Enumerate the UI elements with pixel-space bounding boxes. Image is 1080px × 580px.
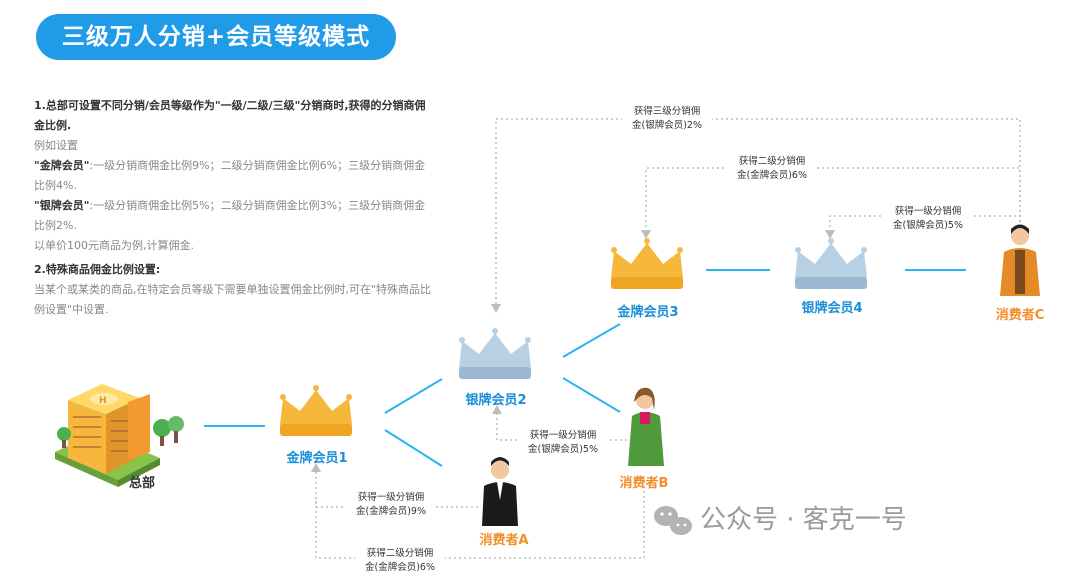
description-panel: 1.总部可设置不同分销/会员等级作为"一级/二级/三级"分销商时,获得的分销商佣… bbox=[34, 96, 434, 320]
gold-crown-icon-3 bbox=[611, 238, 683, 289]
arrow-gold3-top bbox=[641, 230, 651, 239]
silver-rule-text: :一级分销商佣金比例5%；二级分销商佣金比例3%；三级分销商佣金比例2%. bbox=[34, 199, 426, 232]
flow-label-b-level1: 获得一级分销佣金(银牌会员)5% bbox=[518, 429, 608, 457]
flow-label-b-level2: 获得二级分销佣金(金牌会员)6% bbox=[355, 547, 445, 575]
link-gold1-silver2 bbox=[384, 378, 443, 414]
svg-text:H: H bbox=[99, 396, 107, 406]
node-label-gold1: 金牌会员1 bbox=[286, 451, 348, 466]
gold-rule-label: "金牌会员" bbox=[34, 159, 90, 172]
node-label-gold3: 金牌会员3 bbox=[617, 305, 679, 320]
diagram-title: 三级万人分销+会员等级模式 bbox=[36, 14, 396, 60]
flow-label-c-level1: 获得一级分销佣金(银牌会员)5% bbox=[883, 205, 973, 233]
flow-label-c-level3: 获得三级分销佣金(银牌会员)2% bbox=[622, 105, 712, 133]
flow-label-c-level2: 获得二级分销佣金(金牌会员)6% bbox=[727, 155, 817, 183]
gold-crown-icon-1 bbox=[280, 385, 352, 436]
silver-crown-icon-4 bbox=[795, 238, 867, 289]
description-heading-2: 2.特殊商品佣金比例设置: bbox=[34, 263, 161, 276]
link-gold1-consumer-a bbox=[384, 429, 443, 467]
arrow-silver4-top bbox=[825, 230, 835, 239]
consumer-b-person-icon bbox=[628, 387, 664, 466]
flow-label-a-level1: 获得一级分销佣金(金牌会员)9% bbox=[346, 491, 436, 519]
flow-path-b-level1 bbox=[496, 412, 627, 441]
node-label-hq: 总部 bbox=[128, 476, 155, 491]
consumer-a-person-icon bbox=[482, 457, 518, 526]
silver-crown-icon-2 bbox=[459, 328, 531, 379]
flow-path-c-level2 bbox=[645, 167, 1021, 232]
arrow-gold1-bottom bbox=[311, 463, 321, 472]
node-label-silver4: 银牌会员4 bbox=[801, 301, 863, 316]
link-silver2-consumer-b bbox=[562, 377, 621, 413]
node-label-consumer-b: 消费者B bbox=[619, 476, 669, 491]
unit-price-note: 以单价100元商品为例,计算佣金. bbox=[34, 239, 194, 252]
arrow-silver2-bottom bbox=[492, 405, 502, 414]
node-label-silver2: 银牌会员2 bbox=[465, 393, 527, 408]
headquarters-building-icon: H bbox=[55, 384, 184, 487]
link-silver2-gold3 bbox=[562, 323, 621, 358]
silver-rule-label: "银牌会员" bbox=[34, 199, 90, 212]
watermark-icon-spacer bbox=[652, 506, 690, 536]
wechat-icon bbox=[654, 506, 692, 535]
silver-rule: "银牌会员":一级分销商佣金比例5%；二级分销商佣金比例3%；三级分销商佣金比例… bbox=[34, 196, 434, 236]
node-label-consumer-a: 消费者A bbox=[479, 533, 529, 548]
gold-rule: "金牌会员":一级分销商佣金比例9%；二级分销商佣金比例6%；三级分销商佣金比例… bbox=[34, 156, 434, 196]
example-intro: 例如设置 bbox=[34, 139, 78, 152]
description-heading-1: 1.总部可设置不同分销/会员等级作为"一级/二级/三级"分销商时,获得的分销商佣… bbox=[34, 99, 426, 132]
gold-rule-text: :一级分销商佣金比例9%；二级分销商佣金比例6%；三级分销商佣金比例4%. bbox=[34, 159, 426, 192]
consumer-c-person-icon bbox=[1000, 224, 1040, 296]
flow-path-b-level2 bbox=[315, 476, 645, 559]
arrow-silver2-top bbox=[491, 304, 501, 313]
watermark-text: 公众号 · 客克一号 bbox=[700, 505, 907, 535]
node-label-consumer-c: 消费者C bbox=[995, 308, 1045, 323]
special-text: 当某个或某类的商品,在特定会员等级下需要单独设置佣金比例时,可在"特殊商品比例设… bbox=[34, 283, 432, 316]
watermark: 公众号 · 客克一号 bbox=[652, 500, 907, 540]
